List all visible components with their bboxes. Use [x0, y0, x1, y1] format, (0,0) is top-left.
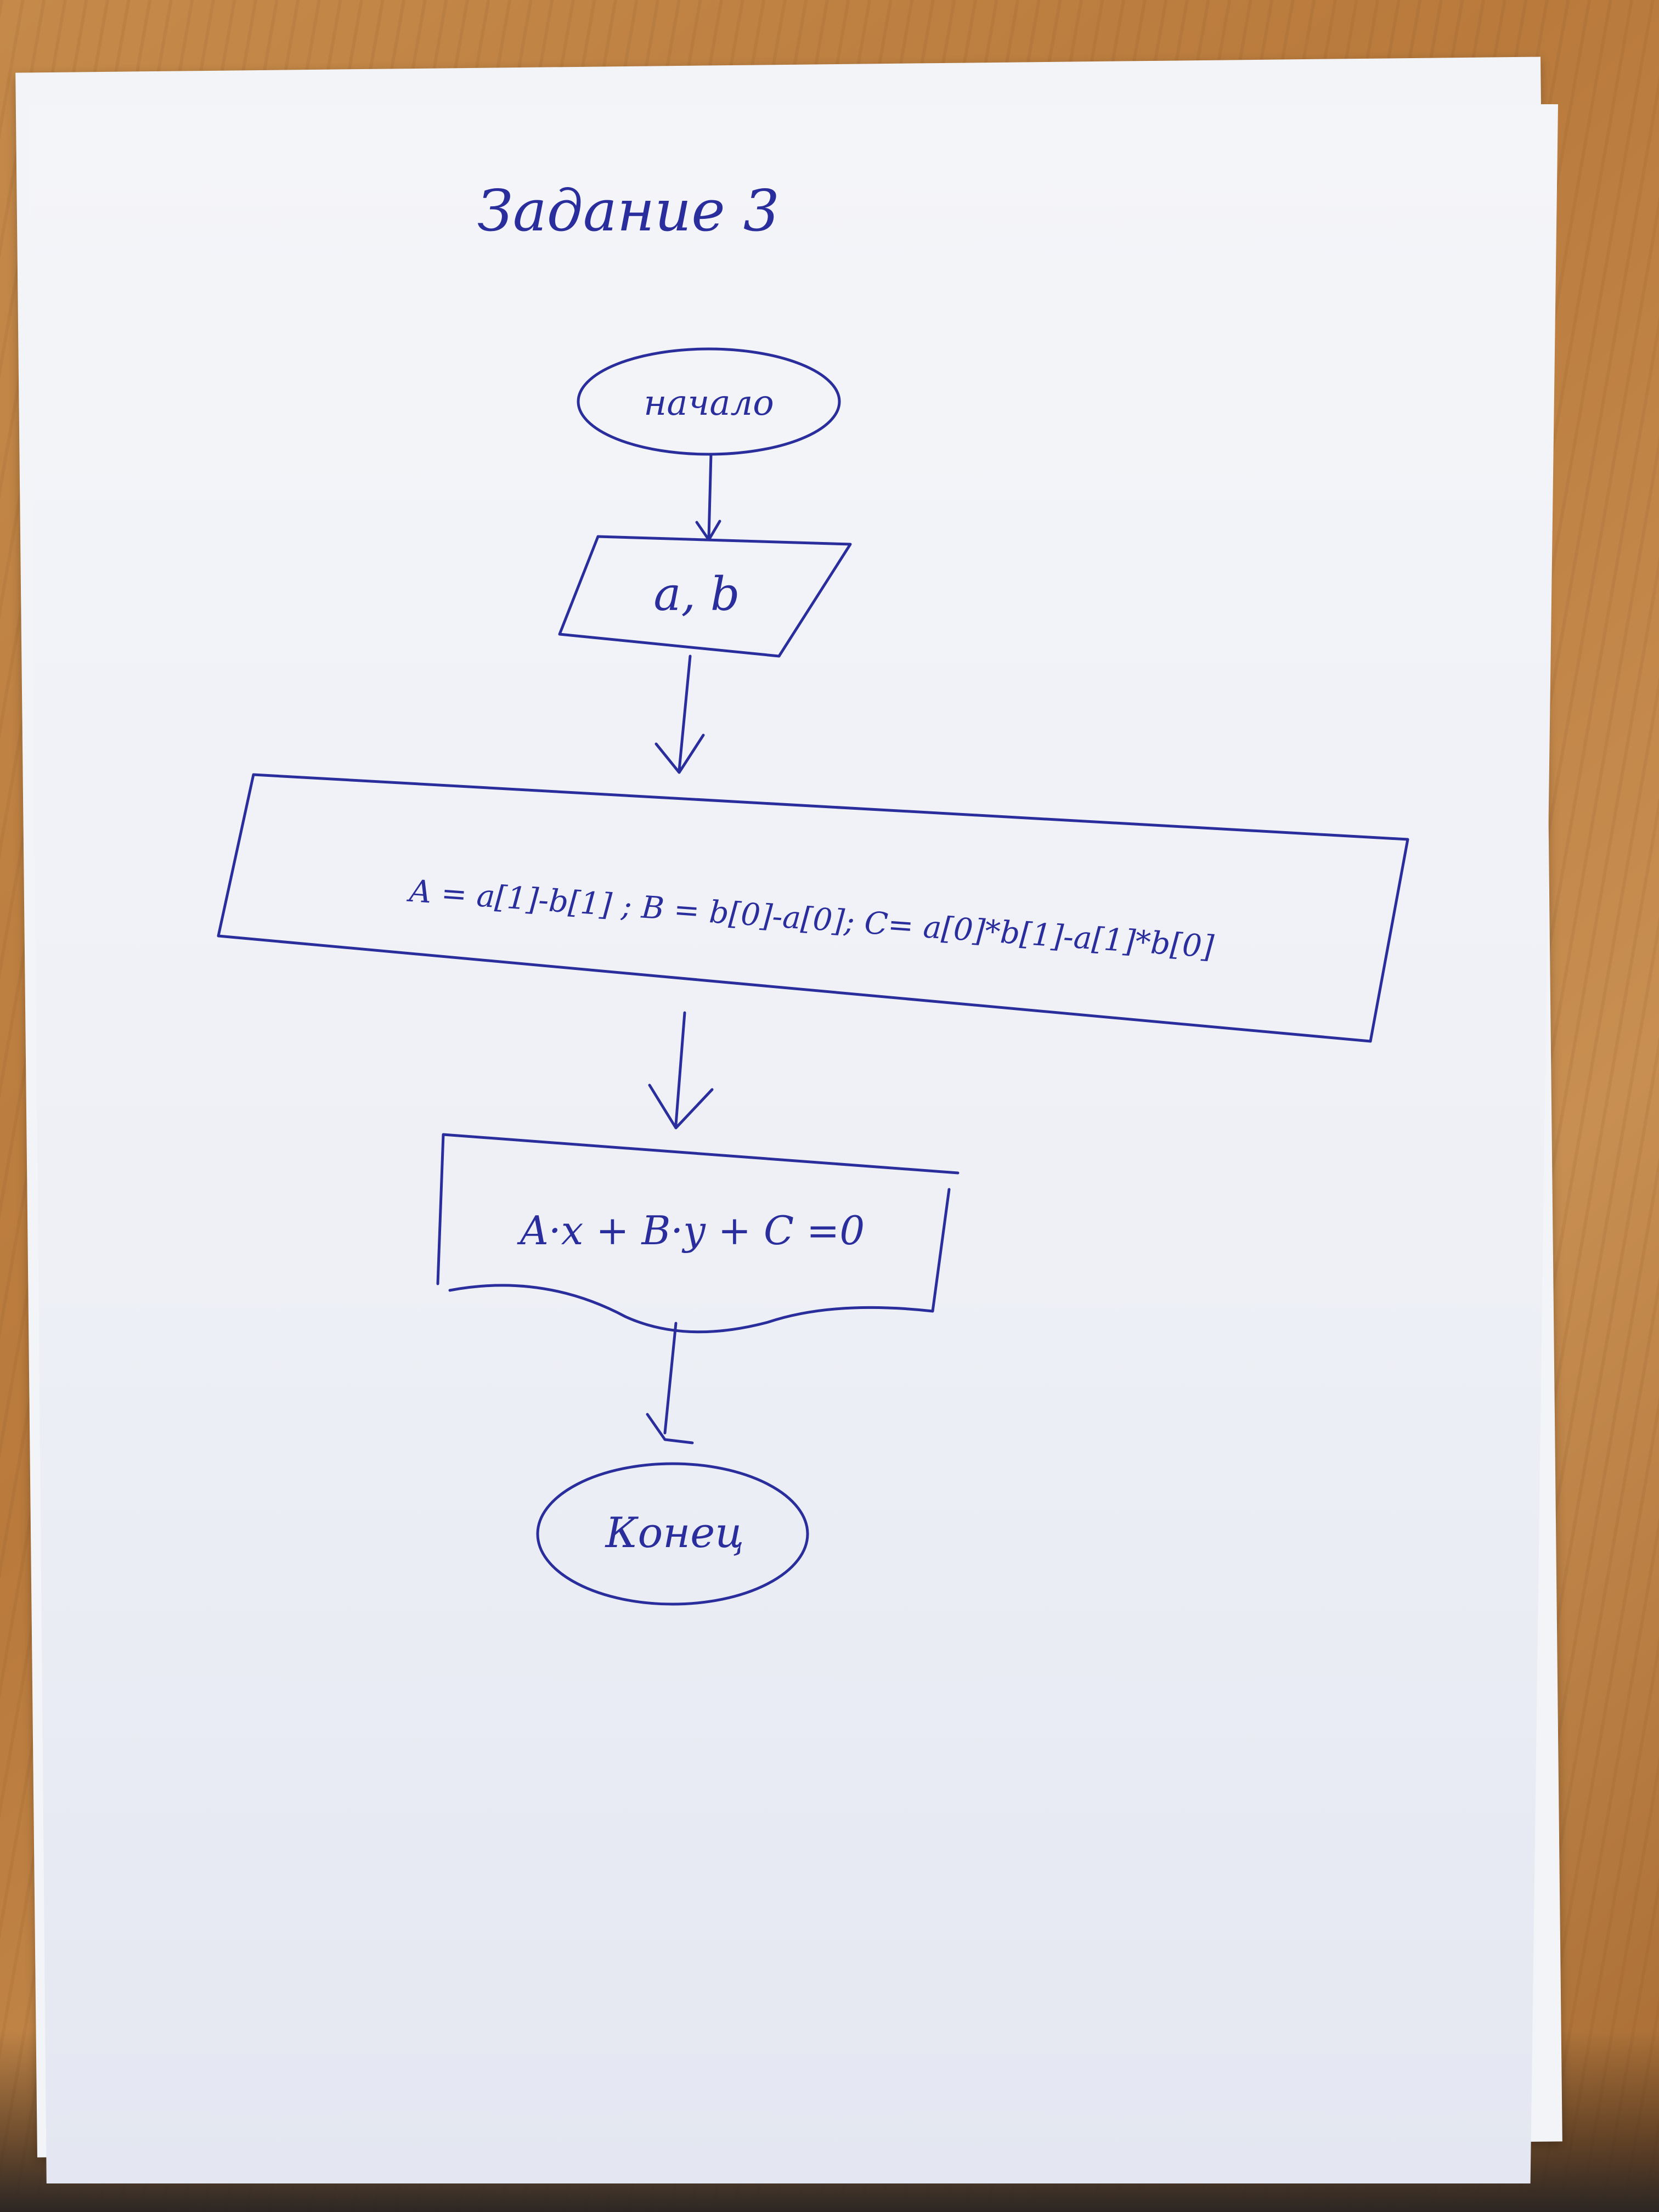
process-formula: A = a[1]-b[1] ; B = b[0]-a[0]; C= a[0]*b…	[405, 873, 1215, 966]
arrow-output-to-end	[646, 1322, 694, 1444]
start-label: начало	[644, 383, 774, 424]
start-terminator	[577, 347, 841, 456]
end-label: Конец	[605, 1508, 744, 1557]
output-label: A·x + B·y + C =0	[517, 1207, 865, 1254]
end-terminator	[536, 1462, 809, 1606]
task-heading: Задание 3	[477, 177, 780, 244]
arrow-process-to-output	[648, 1011, 714, 1130]
process-block	[217, 773, 1409, 1043]
paper-sheet	[28, 104, 1558, 2183]
input-label: a, b	[653, 567, 740, 621]
arrow-start-to-input	[695, 453, 721, 541]
input-parallelogram	[558, 535, 852, 658]
output-document	[436, 1133, 960, 1334]
arrow-input-to-process	[654, 654, 705, 774]
